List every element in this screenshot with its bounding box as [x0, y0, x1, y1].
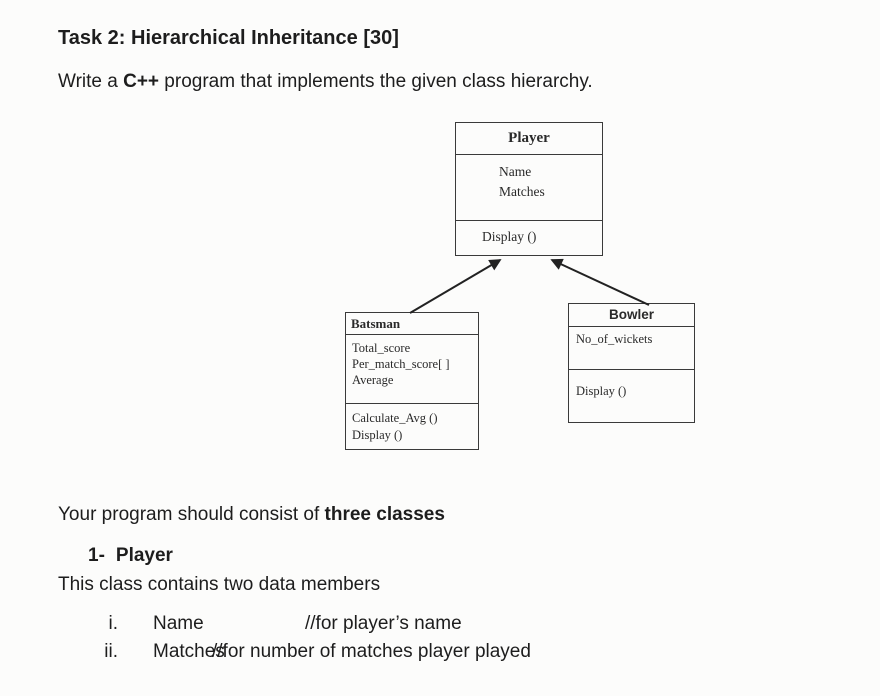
- intro-pre: Write a: [58, 71, 124, 92]
- numbered-item-marker: 1-: [88, 545, 105, 566]
- uml-class-batsman: Batsman Total_score Per_match_score[ ] A…: [345, 312, 479, 450]
- uml-attributes: Name Matches: [456, 154, 602, 220]
- uml-method: Display (): [352, 428, 403, 442]
- inheritance-arrow-batsman-to-player: [409, 259, 502, 314]
- intro-paragraph: Write a C++ program that implements the …: [58, 71, 593, 93]
- uml-method: Display (): [482, 229, 537, 244]
- member-row-matches: ii. Matches //for number of matches play…: [0, 641, 880, 669]
- uml-attribute: No_of_wickets: [576, 332, 653, 346]
- task-title: Task 2: Hierarchical Inheritance [30]: [58, 27, 399, 49]
- uml-attribute: Name: [499, 164, 532, 179]
- list-marker: i.: [108, 613, 119, 634]
- uml-attribute: Per_match_score[ ]: [352, 357, 450, 371]
- member-row-name: i. Name //for player’s name: [0, 613, 880, 641]
- consist-paragraph: Your program should consist of three cla…: [58, 504, 445, 526]
- uml-method: Display (): [576, 384, 627, 398]
- member-comment: //for player’s name: [305, 613, 462, 634]
- consist-bold: three classes: [324, 504, 445, 525]
- uml-method: Calculate_Avg (): [352, 411, 438, 425]
- uml-attribute: Average: [352, 373, 394, 387]
- numbered-item-label: Player: [115, 545, 173, 566]
- member-comment: //for number of matches player played: [212, 641, 531, 662]
- uml-methods: Display (): [569, 369, 694, 399]
- uml-attribute: Total_score: [352, 341, 411, 355]
- numbered-item-player: 1- Player: [88, 545, 173, 567]
- member-term: Matches: [153, 641, 225, 662]
- list-marker: ii.: [104, 641, 118, 662]
- uml-attributes: No_of_wickets: [569, 326, 694, 369]
- class-description: This class contains two data members: [58, 574, 381, 595]
- uml-class-title: Batsman: [351, 316, 401, 331]
- uml-methods: Display (): [456, 220, 602, 245]
- uml-attributes: Total_score Per_match_score[ ] Average: [346, 334, 478, 403]
- uml-class-player: Player Name Matches Display (): [455, 122, 603, 256]
- uml-class-bowler: Bowler No_of_wickets Display (): [568, 303, 695, 423]
- uml-attribute: Matches: [499, 184, 545, 199]
- intro-bold-cpp: C++: [123, 71, 160, 92]
- uml-class-title: Bowler: [608, 307, 654, 322]
- inheritance-arrow-bowler-to-player: [550, 258, 650, 306]
- intro-post: program that implements the given class …: [159, 71, 593, 92]
- consist-pre: Your program should consist of: [58, 504, 325, 525]
- uml-class-title: Player: [508, 130, 550, 146]
- member-term: Name: [153, 613, 204, 634]
- uml-methods: Calculate_Avg () Display (): [346, 403, 478, 444]
